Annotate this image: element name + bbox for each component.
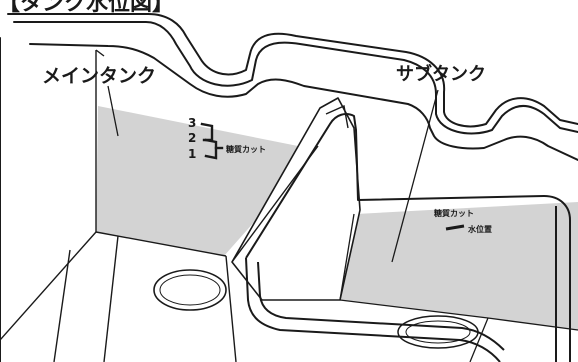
main-tank-floor-right-edge [225,255,237,362]
main-tank-marker-caption: 糖質カット [226,144,266,154]
main-tank-leader [107,85,119,137]
main-tank-water [96,106,318,256]
main-tank-floor-left [53,249,71,362]
partition-wall [231,97,361,301]
sub-tank-outer [245,113,571,362]
main-tank-rim-inner [13,21,578,135]
sub-tank-leader [391,89,439,263]
main-tank-floor-inner [103,235,119,362]
sub-tank-front-rim [245,257,501,362]
main-tank-rim-lip [29,43,578,161]
diagram-title: 【タンク水位図】 [0,0,174,16]
level-3-label: 3 [188,116,196,130]
main-tank-label: メインタンク [42,65,156,87]
level-2-label: 2 [188,131,196,145]
sub-tank-water [340,202,578,330]
sub-tank-marker-caption: 糖質カット [434,208,474,218]
main-tank-drain-hole [153,269,227,311]
main-tank-back-wall-top [95,49,105,57]
main-tank-floor-front [0,231,97,341]
level-1-label: 1 [188,147,196,161]
sub-tank-waterline-label: 水位置 [467,224,492,234]
main-tank-rim-outer [7,13,578,128]
sub-tank-drain-hole [397,315,479,349]
sub-tank-waterline-marker [445,224,465,231]
sub-tank-front-rim-inner [257,261,505,351]
level-bracket-lower [204,138,218,160]
sub-tank-label: サブタンク [396,63,486,85]
